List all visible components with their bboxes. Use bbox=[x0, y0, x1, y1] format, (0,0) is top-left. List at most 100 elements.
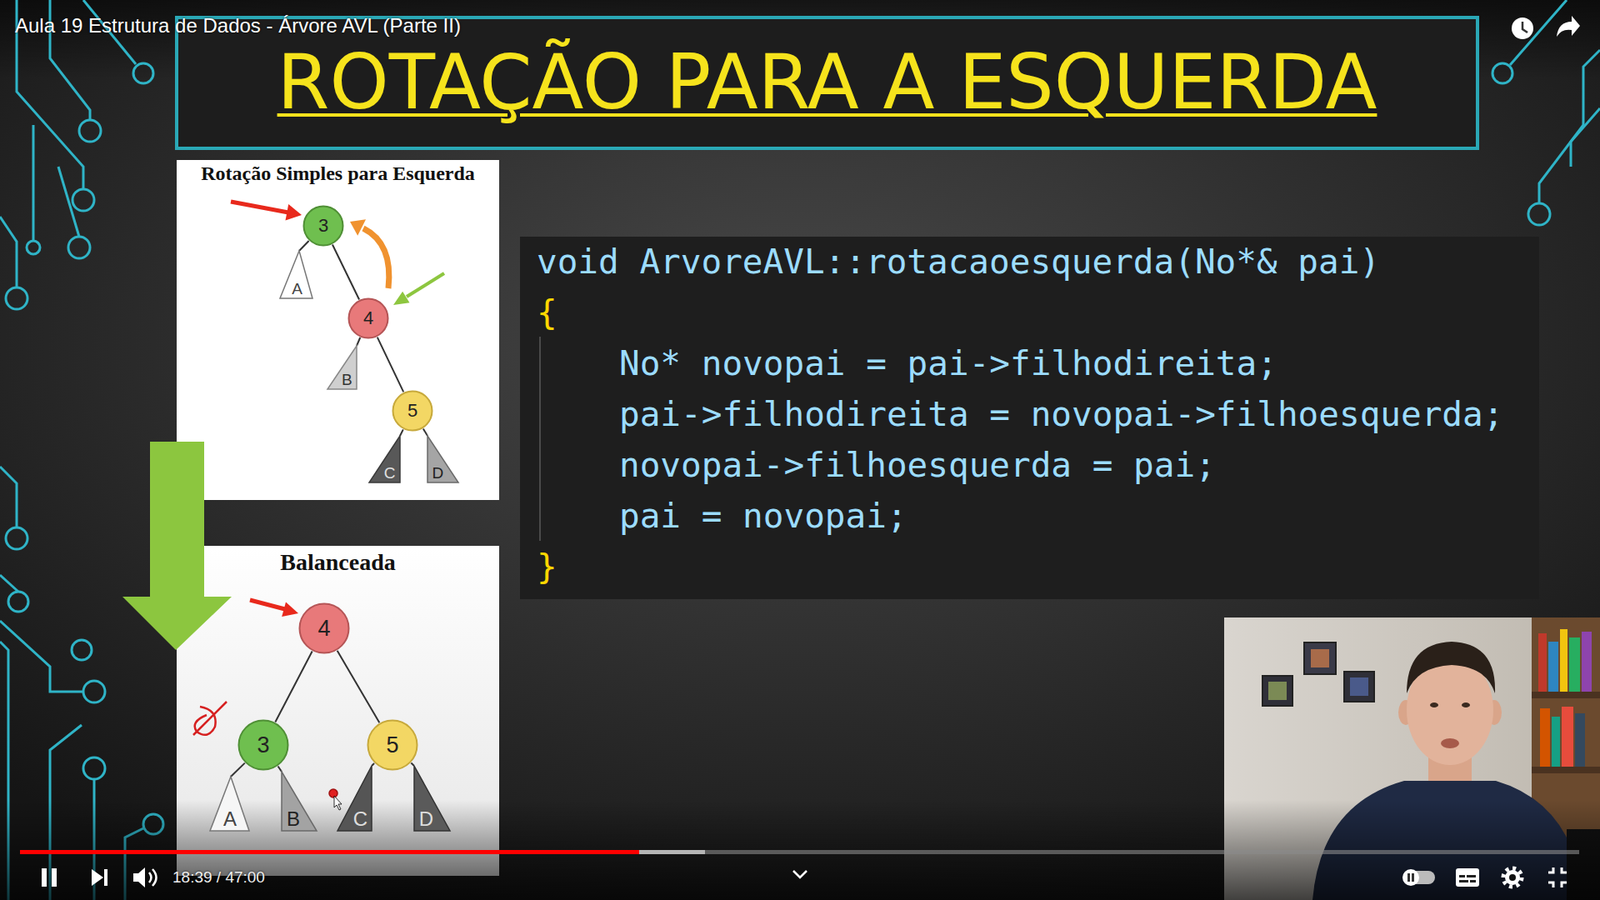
code-line: pai->filhodireita = novopai->filhoesquer… bbox=[619, 389, 1504, 440]
subtree-triangle: D bbox=[426, 435, 460, 484]
tree-edge bbox=[377, 337, 404, 393]
subtree-letter: A bbox=[223, 809, 237, 830]
subtitles-mark bbox=[1470, 880, 1476, 883]
tree-edge bbox=[371, 763, 375, 766]
share-icon bbox=[1556, 15, 1580, 37]
code-panel: void ArvoreAVL::rotacaoesquerda(No*& pai… bbox=[520, 236, 1540, 600]
circuit-pad bbox=[1492, 63, 1513, 84]
circuit-pad bbox=[5, 287, 28, 310]
book bbox=[1540, 708, 1550, 767]
node-circle-shape bbox=[300, 604, 350, 654]
subtitles-mark bbox=[1466, 875, 1476, 878]
book bbox=[1569, 637, 1580, 692]
book bbox=[1551, 716, 1560, 767]
circuit-pad bbox=[133, 63, 154, 84]
circuit-trace bbox=[0, 620, 84, 692]
pointer-arrowhead bbox=[281, 602, 299, 617]
tree-edge bbox=[410, 762, 415, 766]
wall-frame bbox=[1304, 642, 1336, 675]
rotation-arrowhead bbox=[350, 219, 366, 236]
book bbox=[1548, 641, 1559, 692]
subtree-shape-outline bbox=[280, 250, 313, 299]
autoplay-knob-mark bbox=[1411, 873, 1415, 882]
person-eye bbox=[1430, 702, 1439, 708]
pointer-arrow bbox=[250, 600, 285, 610]
subtitles-icon bbox=[1455, 868, 1480, 887]
video-title: Aula 19 Estrutura de Dados - Árvore AVL … bbox=[15, 14, 461, 39]
node-key: 4 bbox=[363, 309, 374, 328]
panel-ground bbox=[176, 160, 500, 500]
subtree-triangle: D bbox=[413, 765, 451, 832]
tree-node: 3 bbox=[237, 719, 290, 771]
person-mouth bbox=[1440, 738, 1460, 749]
pointer-arrow bbox=[406, 273, 445, 297]
circuit-pad bbox=[79, 120, 101, 142]
subtree-shape-outline bbox=[414, 765, 450, 831]
book bbox=[1575, 713, 1585, 767]
tree-node: 5 bbox=[366, 719, 419, 771]
subtree-letter: B bbox=[286, 809, 300, 830]
wall-picture bbox=[1310, 649, 1330, 668]
node-circle-shape bbox=[368, 720, 418, 770]
settings-hole bbox=[1509, 874, 1516, 881]
tree-node: 4 bbox=[347, 297, 390, 340]
book bbox=[1538, 633, 1547, 692]
wall-picture bbox=[1350, 677, 1369, 696]
chevron-icon bbox=[793, 870, 807, 878]
book bbox=[1561, 706, 1574, 767]
figure-panel: 435ABCDBalanceada bbox=[176, 545, 500, 876]
pointer-arrow bbox=[230, 201, 289, 213]
circuit-pad bbox=[72, 189, 95, 211]
subtree-shape-outline bbox=[369, 435, 400, 483]
pointer-dot bbox=[329, 789, 338, 798]
autoplay-knob-mark bbox=[1407, 873, 1410, 882]
circuit-trace bbox=[0, 216, 17, 288]
circuit-trace bbox=[1570, 108, 1600, 167]
volume-icon bbox=[133, 867, 145, 888]
code-line: pai = novopai; bbox=[619, 490, 908, 542]
node-circle-shape bbox=[349, 299, 389, 339]
shelf bbox=[1531, 766, 1600, 774]
tree-node: 5 bbox=[391, 390, 434, 432]
wall-frame bbox=[1344, 671, 1375, 702]
node-key: 3 bbox=[256, 734, 270, 757]
progress-played bbox=[20, 850, 640, 855]
subtree-letter: D bbox=[419, 809, 434, 830]
settings-icon bbox=[1505, 870, 1520, 885]
circuit-pad bbox=[68, 236, 90, 259]
volume-waves bbox=[149, 869, 157, 886]
node-circle-shape bbox=[393, 391, 433, 431]
pause-icon bbox=[41, 868, 47, 887]
subtree-triangle: C bbox=[336, 765, 373, 832]
subtree-triangle: A bbox=[279, 250, 314, 300]
circuit-pad bbox=[1528, 203, 1550, 225]
tree-edge bbox=[230, 763, 245, 777]
circuit-pad bbox=[83, 680, 105, 703]
subtree-shape-outline bbox=[210, 776, 250, 831]
circuit-trace bbox=[58, 166, 80, 237]
subtitles-mark bbox=[1459, 880, 1469, 883]
person-eye bbox=[1461, 702, 1470, 708]
settings-teeth bbox=[1503, 868, 1522, 887]
tree-node: 4 bbox=[298, 602, 350, 655]
person-hair bbox=[1406, 641, 1495, 694]
circuit-trace bbox=[1539, 50, 1600, 204]
subtree-letter: A bbox=[291, 280, 303, 297]
autoplay-knob bbox=[1402, 869, 1420, 886]
subtree-shape-outline bbox=[281, 771, 317, 831]
subtree-letter: B bbox=[341, 371, 353, 388]
pause-icon bbox=[51, 868, 57, 887]
playback-time: 18:39 / 47:00 bbox=[172, 868, 265, 888]
book bbox=[1581, 631, 1592, 692]
circuit-pad bbox=[5, 527, 28, 550]
code-line: No* novopai = pai->filhodireita; bbox=[619, 338, 1278, 390]
subtree-triangle: C bbox=[368, 435, 401, 484]
subtree-triangle: B bbox=[280, 770, 318, 832]
indent-guide bbox=[539, 336, 541, 541]
panel-heading: Rotação Simples para Esquerda bbox=[200, 160, 475, 186]
subtree-triangle: A bbox=[209, 775, 250, 832]
